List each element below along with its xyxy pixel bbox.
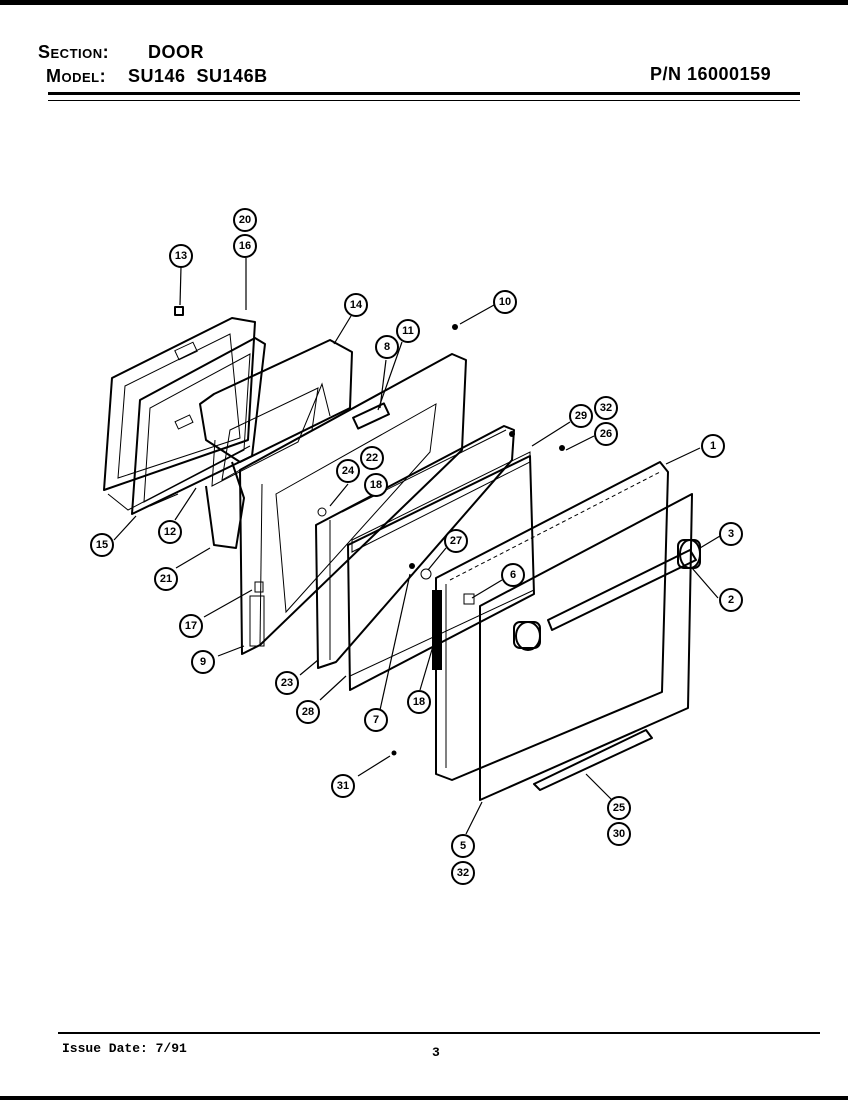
section-value: DOOR <box>148 42 204 62</box>
callout-32-bottom-label: 32 <box>457 867 469 879</box>
section-label-text: Section: <box>38 42 110 62</box>
callout-9-label: 9 <box>200 656 206 668</box>
callout-7: 7 <box>364 708 388 732</box>
callout-21-label: 21 <box>160 573 172 585</box>
callout-27-label: 27 <box>450 535 462 547</box>
callout-1: 1 <box>701 434 725 458</box>
callout-12: 12 <box>158 520 182 544</box>
callout-14: 14 <box>344 293 368 317</box>
callout-17: 17 <box>179 614 203 638</box>
callout-24: 24 <box>336 459 360 483</box>
callout-25: 25 <box>607 796 631 820</box>
footer-rule <box>58 1032 820 1034</box>
callout-9: 9 <box>191 650 215 674</box>
leader-lines <box>113 258 721 835</box>
callout-18-upper: 18 <box>364 473 388 497</box>
part-number: P/N 16000159 <box>650 64 772 84</box>
callout-2: 2 <box>719 588 743 612</box>
callout-2-label: 2 <box>728 594 734 606</box>
callout-5: 5 <box>451 834 475 858</box>
callout-5-label: 5 <box>460 840 466 852</box>
top-border-rule <box>0 0 848 5</box>
hinge-bracket <box>352 402 390 430</box>
callout-13: 13 <box>169 244 193 268</box>
callout-10-label: 10 <box>499 296 511 308</box>
callout-16: 16 <box>233 234 257 258</box>
callout-21: 21 <box>154 567 178 591</box>
model-label: Model: <box>46 66 106 87</box>
callout-23-label: 23 <box>281 677 293 689</box>
callout-32-bottom: 32 <box>451 861 475 885</box>
door-gasket <box>131 337 266 515</box>
bottom-border-rule <box>0 1096 848 1100</box>
callout-30-label: 30 <box>613 828 625 840</box>
clip-part <box>174 306 184 316</box>
callout-14-label: 14 <box>350 299 363 311</box>
callout-26-label: 26 <box>600 428 612 440</box>
callout-23: 23 <box>275 671 299 695</box>
inner-door-panel <box>103 317 256 511</box>
issue-date: Issue Date: 7/91 <box>62 1041 187 1056</box>
callout-7-label: 7 <box>373 714 379 726</box>
header-rule-thin <box>48 100 800 101</box>
callout-32-top-label: 32 <box>600 402 612 414</box>
callout-31-label: 31 <box>337 780 349 792</box>
callout-28-label: 28 <box>302 706 314 718</box>
callout-15-label: 15 <box>96 539 108 551</box>
callout-6: 6 <box>501 563 525 587</box>
screws <box>317 324 565 756</box>
callout-24-label: 24 <box>342 465 355 477</box>
callout-20-label: 20 <box>239 214 251 226</box>
callout-20: 20 <box>233 208 257 232</box>
section-label: Section: <box>38 42 109 63</box>
callout-3: 3 <box>719 522 743 546</box>
callout-12-label: 12 <box>164 526 176 538</box>
callout-22-label: 22 <box>366 452 378 464</box>
door-frame <box>239 353 467 655</box>
latch-slot <box>174 341 198 361</box>
callout-8-label: 8 <box>384 341 390 353</box>
callout-32-top: 32 <box>594 396 618 420</box>
callout-22: 22 <box>360 446 384 470</box>
callout-13-label: 13 <box>175 250 187 262</box>
callout-3-label: 3 <box>728 528 734 540</box>
model-value: SU146 SU146B <box>128 66 268 86</box>
callout-25-label: 25 <box>613 802 625 814</box>
page-number: 3 <box>432 1045 440 1060</box>
callout-10: 10 <box>493 290 517 314</box>
glass-frame <box>315 425 515 669</box>
outer-door-panel <box>432 461 669 781</box>
callout-18-upper-label: 18 <box>370 479 382 491</box>
callout-11-label: 11 <box>402 325 414 337</box>
callout-8: 8 <box>375 335 399 359</box>
callout-29: 29 <box>569 404 593 428</box>
callout-30: 30 <box>607 822 631 846</box>
callout-26: 26 <box>594 422 618 446</box>
callout-29-label: 29 <box>575 410 587 422</box>
model-label-text: Model: <box>46 66 107 86</box>
callout-17-label: 17 <box>185 620 197 632</box>
door-handle <box>513 539 701 651</box>
header-rule-thick <box>48 92 800 95</box>
callout-16-label: 16 <box>239 240 251 252</box>
callout-27: 27 <box>444 529 468 553</box>
callout-31: 31 <box>331 774 355 798</box>
callout-18-lower: 18 <box>407 690 431 714</box>
callout-6-label: 6 <box>510 569 516 581</box>
callout-18-lower-label: 18 <box>413 696 425 708</box>
callout-28: 28 <box>296 700 320 724</box>
trim-strip <box>533 729 653 791</box>
latch-slot-lower <box>174 414 194 430</box>
callout-15: 15 <box>90 533 114 557</box>
callout-1-label: 1 <box>710 440 716 452</box>
callout-11: 11 <box>396 319 420 343</box>
front-door-glass <box>479 493 693 801</box>
